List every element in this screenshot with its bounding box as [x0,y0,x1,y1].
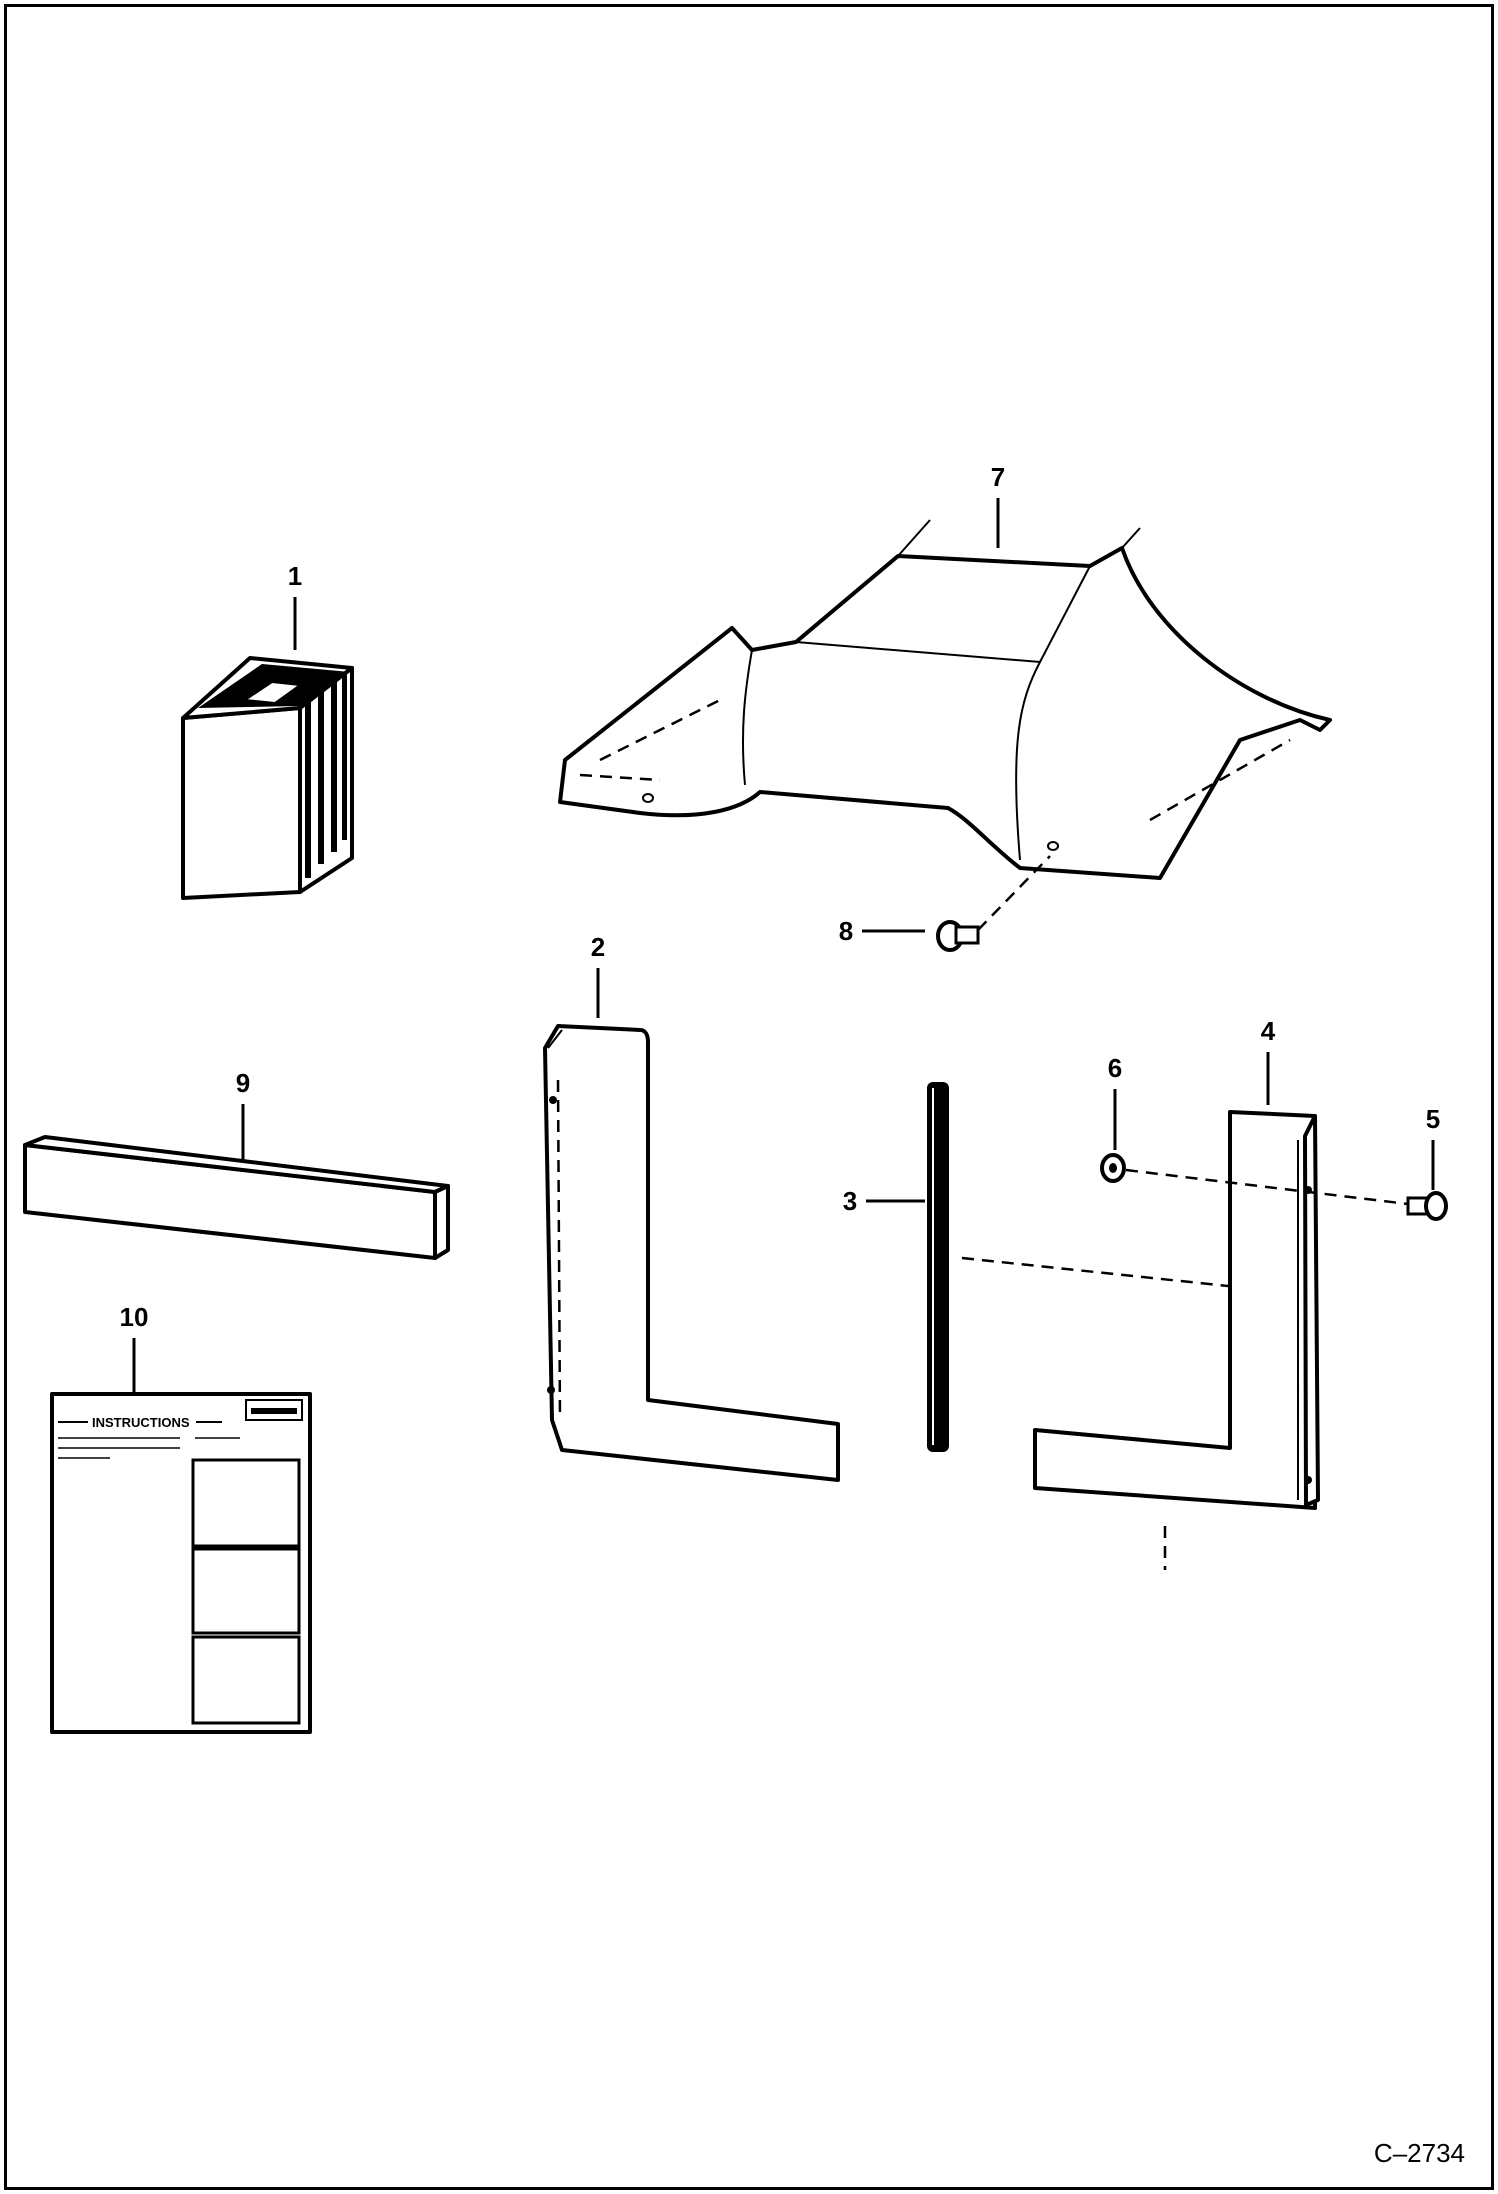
svg-text:7: 7 [991,462,1005,492]
svg-text:10: 10 [120,1302,149,1332]
callout-7: 7 [991,462,1005,548]
callout-10: 10 [120,1302,149,1392]
part-6-nut [1100,1153,1126,1183]
figure-id: C–2734 [1374,2138,1465,2168]
callout-4: 4 [1261,1016,1276,1105]
part-3-rubber-strip [927,1082,1229,1452]
svg-text:9: 9 [236,1068,250,1098]
callout-2: 2 [591,932,605,1018]
part-2-left-bracket [543,1024,840,1482]
callout-3: 3 [843,1186,925,1216]
callout-8: 8 [839,916,925,946]
instructions-sheet-title: INSTRUCTIONS [92,1415,190,1430]
svg-text:6: 6 [1108,1053,1122,1083]
part-1-box [181,656,354,900]
svg-text:3: 3 [843,1186,857,1216]
part-9-wood-block [23,1135,450,1260]
svg-text:4: 4 [1261,1016,1276,1046]
part-10-instruction-sheet: INSTRUCTIONS [50,1392,312,1734]
callout-6: 6 [1108,1053,1122,1150]
part-7-shield [558,519,1332,880]
part-8-bolt [936,855,1051,952]
callout-1: 1 [288,561,302,650]
svg-text:8: 8 [839,916,853,946]
svg-text:1: 1 [288,561,302,591]
svg-text:2: 2 [591,932,605,962]
part-5-bolt [1125,1168,1448,1221]
callout-9: 9 [236,1068,250,1160]
callout-5: 5 [1426,1104,1440,1190]
part-4-right-bracket [1033,1110,1320,1570]
svg-text:5: 5 [1426,1104,1440,1134]
drawing-frame [4,4,1494,2190]
